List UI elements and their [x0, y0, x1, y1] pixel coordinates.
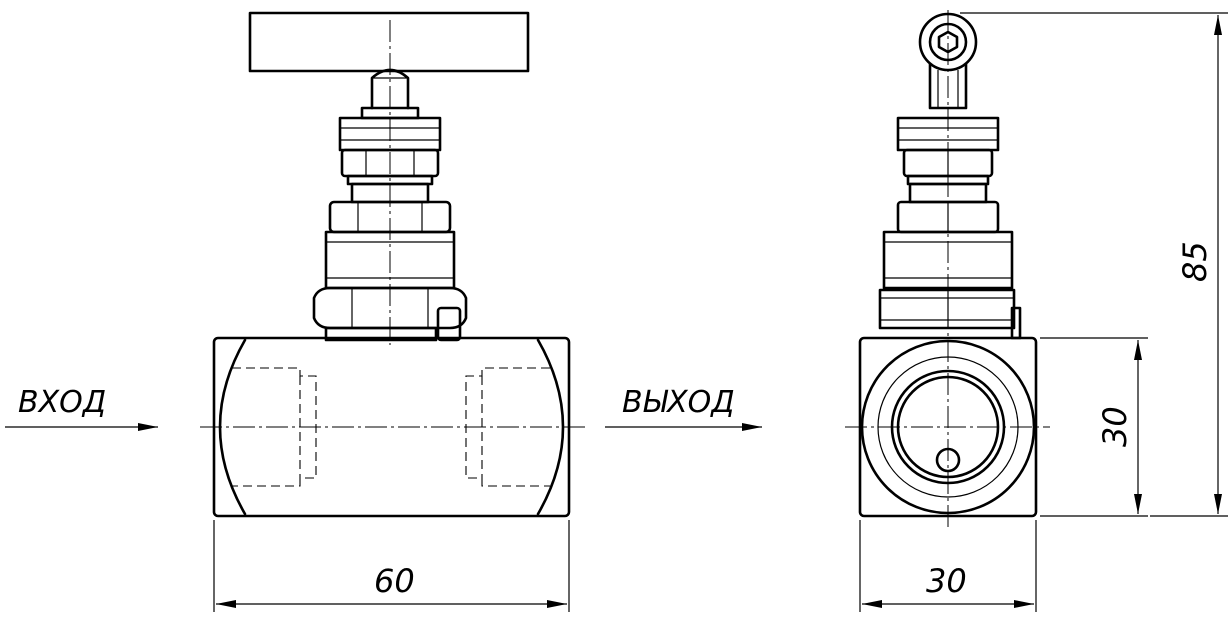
dimension-body-height: 30 — [1040, 337, 1148, 517]
dimension-30-width-label: 30 — [926, 562, 967, 600]
body-outline — [212, 336, 571, 518]
bonnet-base — [324, 326, 438, 342]
front-body — [212, 336, 571, 518]
outlet-hidden-bore — [465, 367, 550, 487]
inlet-port-arc — [218, 338, 247, 516]
dimension-width-side: 30 — [859, 520, 1037, 612]
hex-socket-icon — [937, 30, 959, 54]
side-body-outline — [858, 336, 1038, 518]
dimension-total-height: 85 — [960, 12, 1228, 517]
lock-pin — [436, 306, 462, 342]
side-stem-assembly — [878, 116, 1022, 340]
port-inner-circle — [890, 369, 1006, 485]
side-view: 30 30 85 — [845, 10, 1228, 612]
bonnet-hex-nut — [312, 286, 468, 342]
handle-end-view — [918, 12, 978, 110]
dimension-30-height-label: 30 — [1096, 406, 1134, 447]
port-outer-circle — [860, 339, 1036, 515]
outlet-port-arc — [536, 338, 565, 516]
dimension-60-label: 60 — [374, 562, 415, 600]
front-view: ВХОД ВЫХОД 60 — [5, 11, 762, 612]
seat-hole — [935, 447, 961, 473]
side-body — [858, 336, 1038, 518]
dimension-width-front: 60 — [213, 520, 570, 612]
port-thread-circle — [877, 356, 1019, 498]
inlet-label: ВХОД — [18, 385, 106, 420]
side-hex-nut — [878, 288, 1016, 330]
t-handle — [248, 11, 530, 120]
handle-bar — [248, 11, 530, 73]
outlet-label: ВЫХОД — [622, 385, 735, 420]
dimension-85-label: 85 — [1176, 241, 1214, 282]
inlet-hidden-bore — [232, 367, 317, 487]
